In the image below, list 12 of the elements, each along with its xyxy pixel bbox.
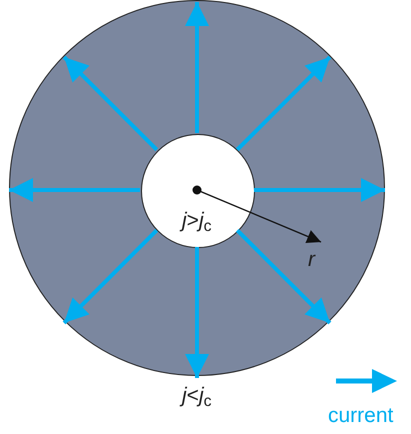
legend-label: current [328, 404, 394, 428]
region-label: j>j$_{c}$ [182, 209, 212, 236]
current-arrow [9, 178, 140, 202]
current-arrow [236, 228, 332, 324]
region-label: j<j$_{c}$ [182, 384, 212, 411]
current-arrow [185, 2, 209, 133]
current-arrow [236, 56, 332, 152]
current-arrow [62, 56, 158, 152]
radius-label: r [308, 248, 315, 272]
current-arrow [254, 178, 385, 202]
current-arrow [185, 247, 209, 378]
current-arrow [62, 228, 158, 324]
